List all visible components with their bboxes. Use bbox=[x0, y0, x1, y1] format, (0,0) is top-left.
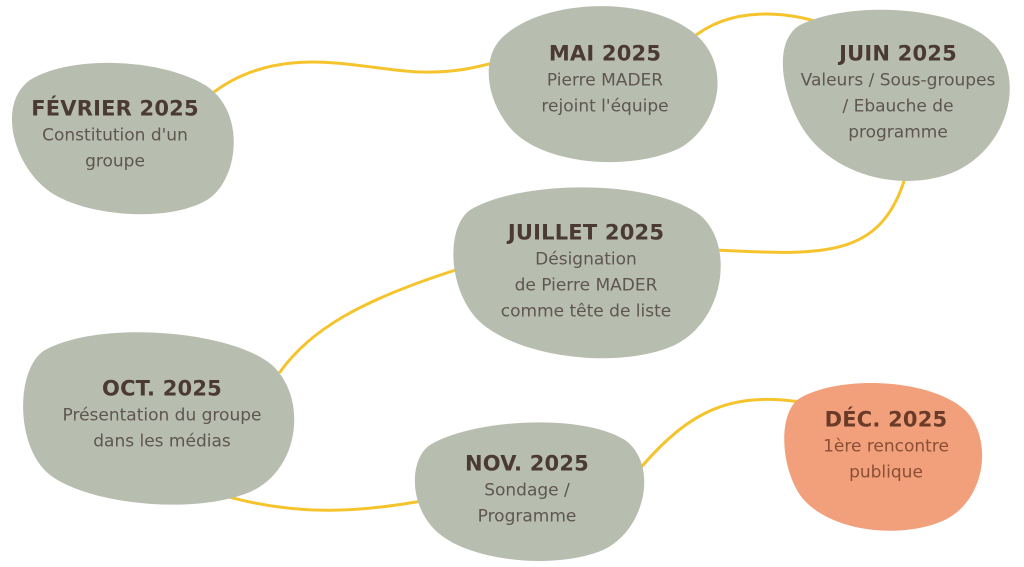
connector-juin-juillet bbox=[713, 176, 907, 254]
connector-oct-nov bbox=[210, 490, 430, 512]
connector-nov-dec bbox=[630, 397, 802, 480]
blob-juin-2025 bbox=[782, 9, 1010, 181]
blob-juillet-2025 bbox=[453, 187, 721, 359]
blob-fevrier-2025 bbox=[11, 62, 234, 215]
connector-juillet-oct bbox=[278, 266, 464, 374]
blob-mai-2025 bbox=[488, 6, 718, 163]
connector-fevrier-mai bbox=[208, 58, 507, 97]
blob-dec-2025 bbox=[784, 382, 983, 531]
blob-nov-2025 bbox=[414, 422, 645, 561]
blob-oct-2025 bbox=[23, 332, 295, 505]
